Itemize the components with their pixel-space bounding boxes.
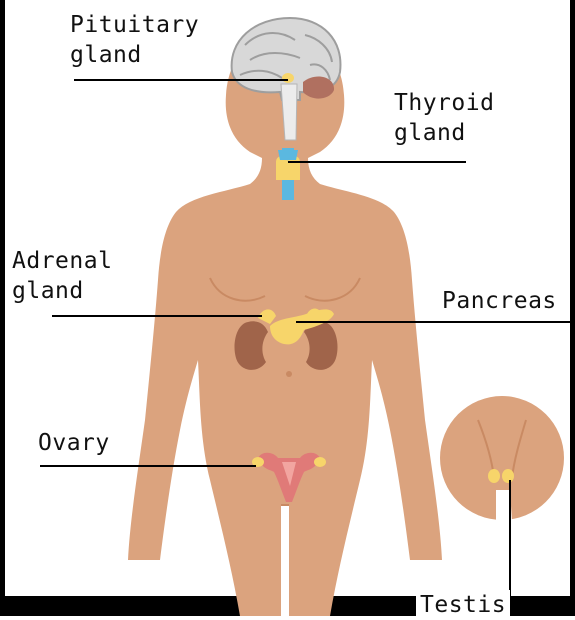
testis-organ (502, 469, 514, 483)
right-frame-edge (570, 0, 575, 616)
larynx (278, 150, 298, 160)
label-pancreas: Pancreas (442, 286, 557, 316)
label-thyroid-gland: Thyroid gland (394, 88, 494, 148)
navel (286, 371, 292, 377)
ovary-organ (314, 457, 326, 467)
label-ovary: Ovary (38, 428, 110, 458)
label-pituitary-gland: Pituitary gland (70, 10, 199, 70)
pituitary-gland-organ (282, 73, 294, 83)
cerebellum (303, 76, 334, 98)
label-adrenal-gland: Adrenal gland (12, 246, 112, 306)
left-frame-edge (0, 0, 5, 616)
testis-organ (488, 469, 500, 483)
